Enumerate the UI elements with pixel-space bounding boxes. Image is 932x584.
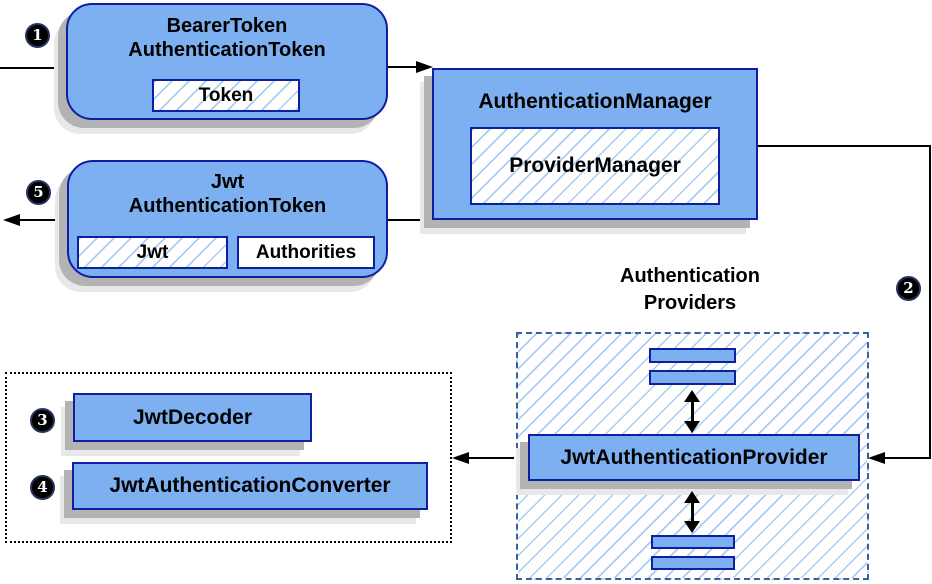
- chip-authorities: Authorities: [237, 236, 375, 269]
- bidirectional-arrow-icon: [683, 491, 701, 533]
- node-bearer-token-authentication-token: BearerToken AuthenticationToken Token: [66, 3, 388, 120]
- provider-placeholder-bar: [651, 535, 735, 549]
- arrowhead-right-icon: [416, 61, 433, 73]
- node-authentication-manager: AuthenticationManager ProviderManager: [432, 68, 758, 220]
- arrowhead-down-icon: [684, 521, 700, 533]
- node-jwt-authentication-provider: JwtAuthenticationProvider: [528, 434, 860, 481]
- bidirectional-arrow-icon: [683, 390, 701, 433]
- node-title: Jwt AuthenticationToken: [128, 171, 327, 217]
- node-jwt-decoder: JwtDecoder: [73, 393, 312, 442]
- edge-manager-to-jwt-token: [387, 219, 433, 221]
- provider-placeholder-bar: [649, 348, 736, 363]
- badge-step-4: 4: [30, 475, 55, 500]
- authentication-providers-label: Authentication Providers: [620, 265, 760, 314]
- edge-bearer-to-manager: [387, 66, 418, 68]
- node-jwt-authentication-converter: JwtAuthenticationConverter: [72, 462, 428, 510]
- edge-manager-to-provider-side: [929, 145, 931, 459]
- node-title: AuthenticationManager: [478, 90, 712, 113]
- badge-step-3: 3: [30, 408, 55, 433]
- node-title: BearerToken AuthenticationToken: [128, 15, 326, 61]
- chip-jwt: Jwt: [77, 236, 228, 269]
- provider-placeholder-bar: [649, 370, 736, 385]
- arrowhead-left-icon: [3, 214, 20, 226]
- badge-step-2: 2: [896, 276, 921, 301]
- badge-step-5: 5: [26, 180, 51, 205]
- badge-step-1: 1: [25, 23, 50, 48]
- edge-manager-to-provider-top: [757, 145, 931, 147]
- arrowhead-left-icon: [452, 452, 469, 464]
- arrowhead-left-icon: [868, 452, 885, 464]
- arrowhead-up-icon: [684, 390, 700, 402]
- edge-manager-to-provider-bottom: [880, 457, 930, 459]
- node-jwt-authentication-token: Jwt AuthenticationToken Jwt Authorities: [67, 160, 388, 278]
- arrowhead-up-icon: [684, 491, 700, 503]
- provider-placeholder-bar: [651, 556, 735, 570]
- chip-provider-manager: ProviderManager: [470, 127, 720, 205]
- edge-incoming-request: [0, 67, 68, 69]
- arrowhead-down-icon: [684, 421, 700, 433]
- edge-jwt-token-out: [16, 219, 68, 221]
- edge-provider-to-decoder: [464, 457, 514, 459]
- chip-token: Token: [152, 79, 300, 112]
